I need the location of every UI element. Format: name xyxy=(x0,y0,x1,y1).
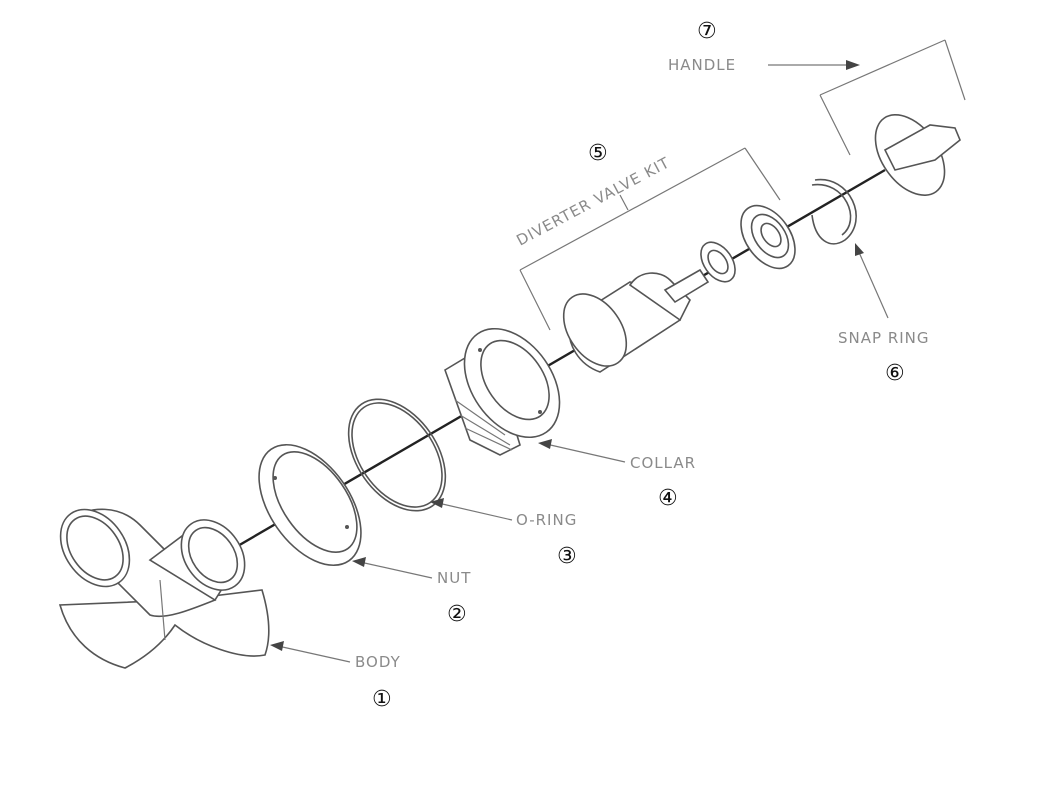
callout-snap-ring-number: ⑥ xyxy=(885,361,905,386)
label-body: BODY xyxy=(355,653,401,671)
callout-nut-number: ② xyxy=(447,602,467,627)
callout-diverter-valve-kit-number: ⑤ xyxy=(588,141,608,166)
callout-o-ring-number: ③ xyxy=(557,544,577,569)
collar-part xyxy=(444,327,561,456)
label-o-ring: O-RING xyxy=(516,511,577,529)
o-ring-part xyxy=(347,398,447,512)
handle-part xyxy=(874,113,961,197)
nut-part xyxy=(258,443,362,567)
label-snap-ring: SNAP RING xyxy=(838,329,930,347)
body-part xyxy=(58,508,270,669)
snap-ring-part xyxy=(811,179,857,245)
diverter-kit-bracket xyxy=(519,147,781,331)
label-diverter-valve-kit: DIVERTER VALVE KIT xyxy=(513,153,673,249)
callout-collar-number: ④ xyxy=(658,486,678,511)
label-collar: COLLAR xyxy=(630,454,696,472)
diverter-valve-kit-part xyxy=(562,204,796,373)
leader-lines xyxy=(270,60,889,663)
label-nut: NUT xyxy=(437,569,471,587)
handle-bracket xyxy=(819,39,966,156)
callout-handle-number: ⑦ xyxy=(697,19,717,44)
label-handle: HANDLE xyxy=(668,56,736,74)
callout-body-number: ① xyxy=(372,687,392,712)
